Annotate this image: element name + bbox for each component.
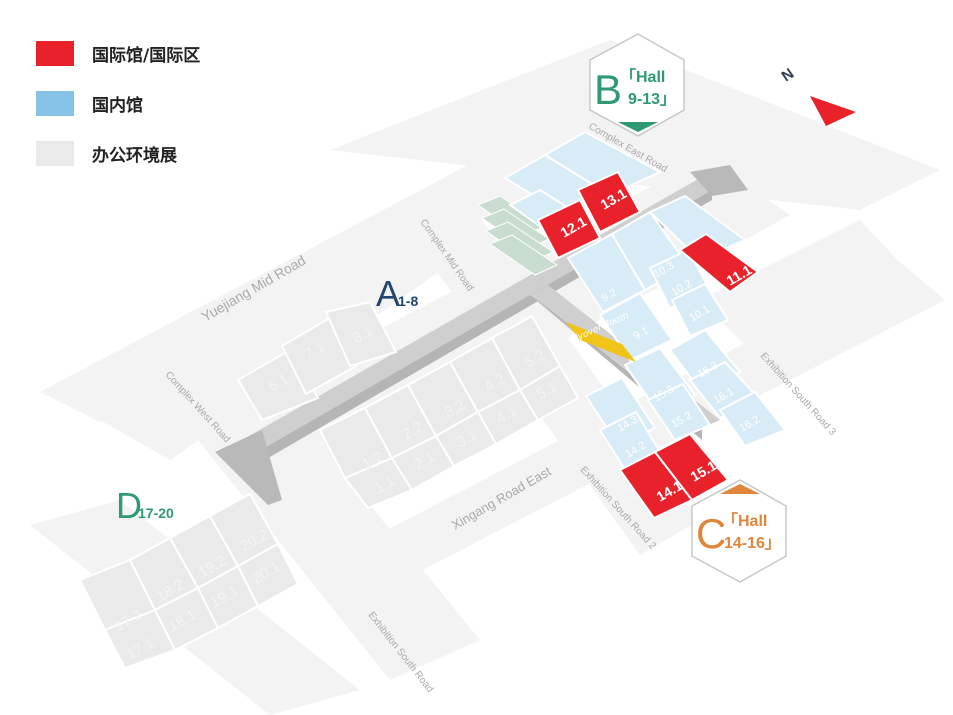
- hall-c-arrow-icon: [720, 484, 760, 494]
- hall-c-hall: 「Hall: [722, 511, 767, 530]
- hall-15-1: [653, 432, 730, 502]
- hall-c-range: 14-16」: [724, 535, 781, 552]
- legend: 国际馆/国际区 国内馆 办公环境展: [36, 40, 200, 190]
- flyover-booth: [566, 322, 636, 362]
- hall-c-letter: C: [696, 510, 726, 557]
- hall-5-1: [518, 364, 580, 422]
- legend-swatch: [36, 90, 74, 116]
- legend-swatch: [36, 140, 74, 166]
- area-d-range: 17-20: [138, 505, 174, 521]
- corridor-end-east: [690, 165, 748, 196]
- legend-item-office: 办公环境展: [36, 140, 200, 166]
- area-d-label: D 17-20: [116, 485, 174, 526]
- hall-b-range: 9-13」: [628, 91, 676, 108]
- domestic-block-b2: [543, 130, 663, 197]
- green-slabs: [476, 195, 559, 276]
- hall-13-1: [576, 170, 642, 234]
- legend-item-domestic: 国内馆: [36, 90, 200, 116]
- hall-12-1: [536, 198, 602, 260]
- road-band-right: [700, 220, 935, 380]
- corridor-end-west: [215, 430, 282, 505]
- hall-b-badge: B 「Hall 9-13」: [589, 33, 685, 137]
- area-d-halls: [78, 492, 300, 670]
- compass-label: N: [779, 65, 798, 85]
- hall-11-1: [678, 232, 760, 294]
- area-a-label: A 1-8: [376, 273, 418, 314]
- area-a-letter: A: [376, 273, 400, 314]
- hall-b-letter: B: [594, 66, 622, 113]
- hall-20-1: [236, 542, 300, 608]
- compass-arrow-icon: [810, 96, 856, 126]
- legend-item-international: 国际馆/国际区: [36, 40, 200, 66]
- hall-8-1: [324, 300, 398, 368]
- area-a-range: 1-8: [398, 293, 418, 309]
- legend-swatch: [36, 40, 74, 66]
- area-d-letter: D: [116, 485, 142, 526]
- road-band-west: [150, 345, 480, 680]
- legend-label: 办公环境展: [92, 145, 177, 166]
- hall-c-hexagon: [691, 479, 787, 583]
- road-band-left: [100, 210, 470, 460]
- legend-label: 国内馆: [92, 95, 143, 116]
- hall-10-1: [670, 282, 730, 338]
- hall-b-arrow-icon: [618, 122, 658, 132]
- green-slab-4: [488, 234, 559, 276]
- hall-b-hall: 「Hall: [620, 67, 665, 86]
- international-halls: [536, 170, 760, 520]
- hall-16-2: [718, 390, 787, 448]
- hall-15-2: [646, 382, 712, 442]
- hall-b-hexagon: [589, 33, 685, 137]
- hall-c-badge: C 「Hall 14-16」: [691, 479, 787, 583]
- legend-label: 国际馆/国际区: [92, 45, 201, 66]
- area-a-halls: [236, 300, 580, 510]
